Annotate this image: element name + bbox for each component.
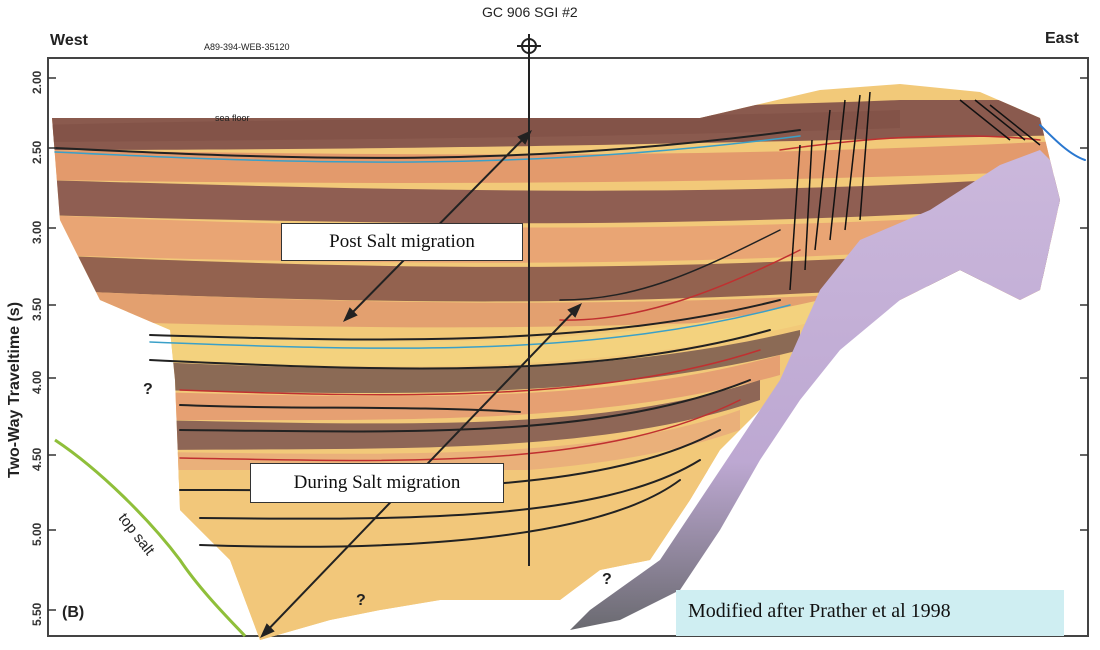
seismic-line-id: A89-394-WEB-35120 <box>204 42 290 52</box>
y-tick-label: 4.50 <box>30 447 44 471</box>
west-label: West <box>50 32 88 49</box>
y-tick-label: 4.00 <box>30 370 44 394</box>
y-axis-ticks <box>48 77 1088 611</box>
post-salt-migration-callout: Post Salt migration <box>281 223 523 261</box>
question-mark: ? <box>602 571 612 588</box>
fault-lines <box>789 91 1041 291</box>
y-tick-label: 2.00 <box>30 70 44 94</box>
y-tick-label: 2.50 <box>30 140 44 164</box>
y-axis-label: Two-Way Traveltime (s) <box>6 301 23 478</box>
y-tick-label: 5.00 <box>30 522 44 546</box>
top-salt-line <box>54 438 247 638</box>
panel-label: (B) <box>62 604 85 621</box>
y-tick-label: 5.50 <box>30 602 44 626</box>
well-name: GC 906 SGI #2 <box>482 4 578 20</box>
east-label: East <box>1045 30 1079 47</box>
y-tick-label: 3.00 <box>30 220 44 244</box>
credit-note: Modified after Prather et al 1998 <box>676 590 1064 636</box>
strata-layers <box>52 84 1060 640</box>
question-mark: ? <box>356 592 366 609</box>
sea-floor-label: sea floor <box>215 113 250 123</box>
during-salt-migration-callout: During Salt migration <box>250 463 504 503</box>
question-mark: ? <box>143 381 153 398</box>
salt-body <box>570 150 1060 630</box>
well-symbol-icon <box>517 34 541 58</box>
y-tick-label: 3.50 <box>30 297 44 321</box>
